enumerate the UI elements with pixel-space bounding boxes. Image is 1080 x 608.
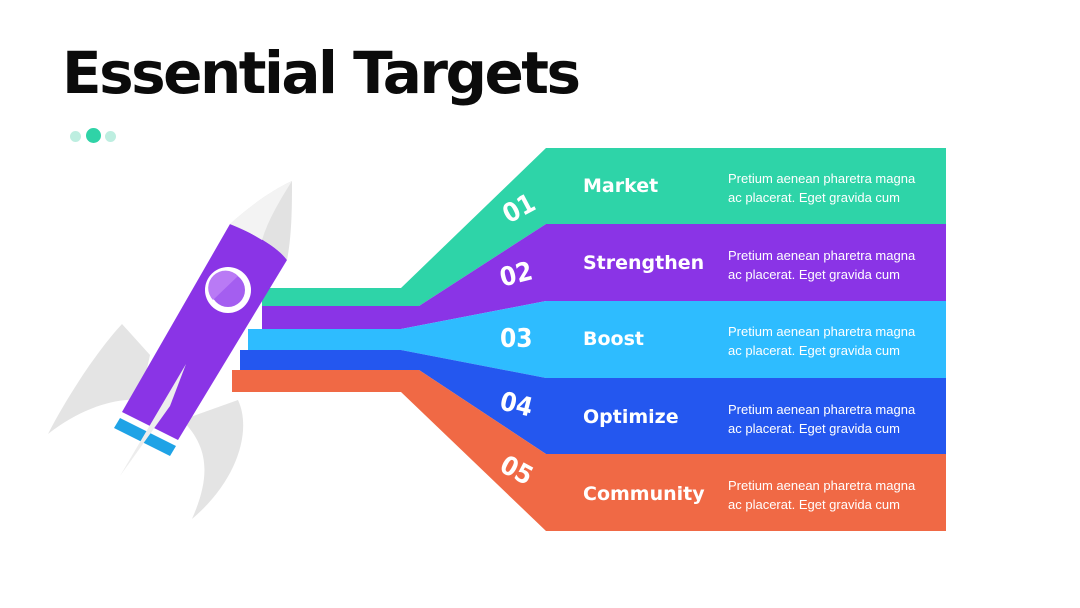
band-05 <box>232 370 946 531</box>
band-03 <box>248 301 946 378</box>
band-01 <box>262 148 946 306</box>
dot-inactive <box>70 131 81 142</box>
step-label: Optimize <box>583 406 679 428</box>
slide-title: Essential Targets <box>62 39 581 107</box>
step-number: 04 <box>496 386 536 424</box>
step-label: Strengthen <box>583 252 705 274</box>
step-description: Pretium aenean pharetra magna ac placera… <box>728 478 916 512</box>
dot-inactive <box>105 131 116 142</box>
step-description: Pretium aenean pharetra magna ac placera… <box>728 171 916 205</box>
step-label: Community <box>583 483 705 505</box>
step-number: 03 <box>500 324 533 354</box>
band-02 <box>262 224 946 329</box>
step-number: 02 <box>496 256 536 294</box>
step-label: Boost <box>583 328 644 350</box>
step-number: 01 <box>497 188 541 230</box>
step-description: Pretium aenean pharetra magna ac placera… <box>728 248 916 282</box>
step-description: Pretium aenean pharetra magna ac placera… <box>728 402 916 436</box>
band-04 <box>240 350 946 454</box>
dot-active <box>86 128 101 143</box>
step-description: Pretium aenean pharetra magna ac placera… <box>728 324 916 358</box>
rocket-icon <box>48 181 292 519</box>
step-number: 05 <box>494 450 538 492</box>
step-label: Market <box>583 175 659 197</box>
